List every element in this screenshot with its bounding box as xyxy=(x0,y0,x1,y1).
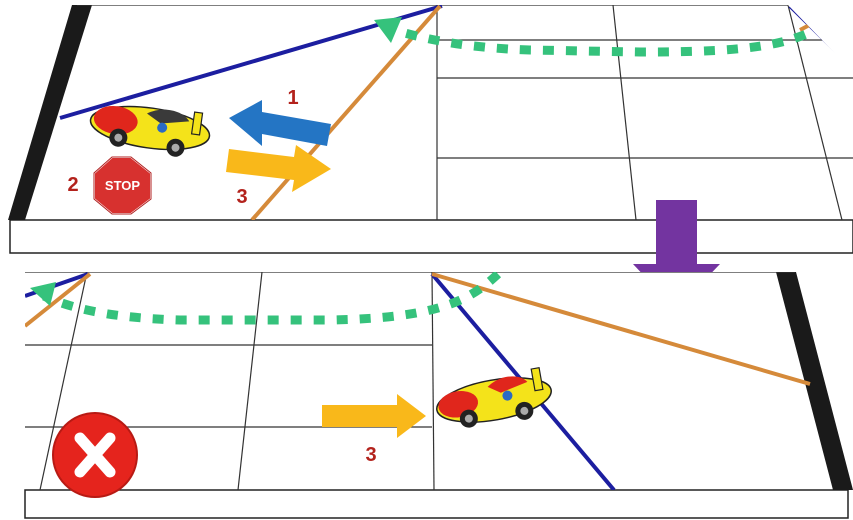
bottom-board-front-edge xyxy=(25,490,848,518)
label-move-forward-top: 3 xyxy=(236,186,247,208)
top-panel: STOP 1 2 3 xyxy=(8,2,853,253)
stop-sign-text: STOP xyxy=(105,178,140,193)
label-move-forward-bottom: 3 xyxy=(365,444,376,466)
label-stop-step: 2 xyxy=(67,174,78,196)
top-board-front-edge xyxy=(10,220,853,253)
label-move-back: 1 xyxy=(287,87,298,109)
top-orange-line-right xyxy=(800,2,853,30)
error-x-icon xyxy=(53,413,137,497)
stop-sign-icon: STOP xyxy=(94,157,151,214)
bottom-panel: 3 xyxy=(25,272,853,518)
bottom-board-surface xyxy=(25,272,836,490)
